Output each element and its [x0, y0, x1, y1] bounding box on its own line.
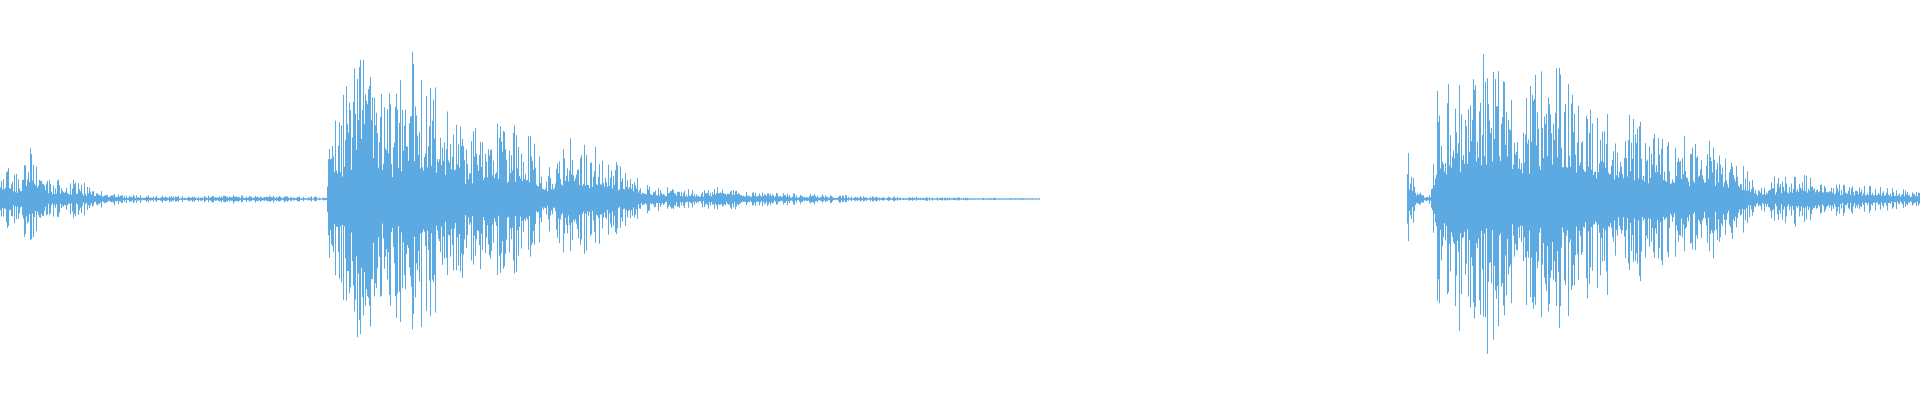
waveform-path — [1407, 54, 1920, 354]
waveform-path — [0, 51, 1040, 338]
waveform-segment-clip-2[interactable] — [1407, 54, 1920, 354]
waveform-segment-clip-1[interactable] — [0, 51, 1040, 338]
